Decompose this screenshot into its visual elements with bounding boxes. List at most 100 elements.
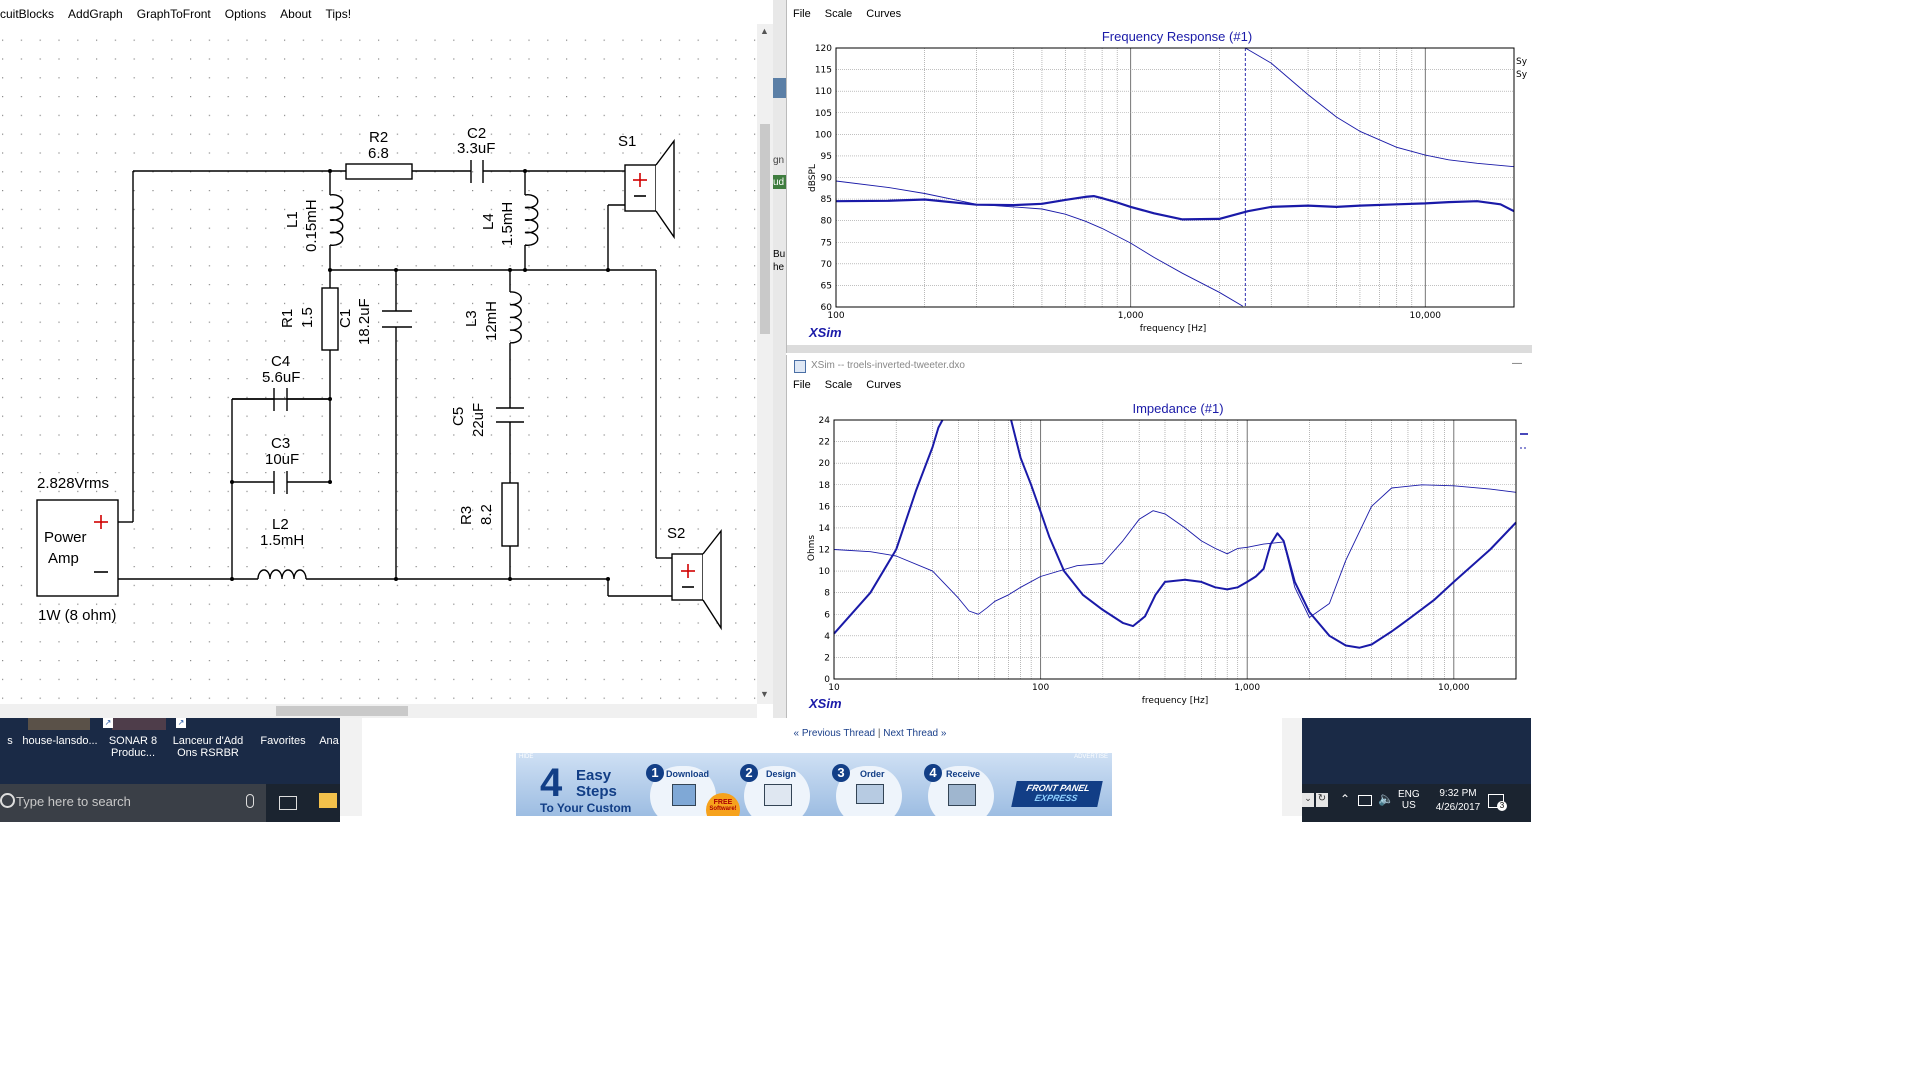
task-view-icon[interactable]: [279, 796, 297, 810]
schematic-window: cuitBlocks AddGraph GraphToFront Options Abo…: [0, 0, 773, 718]
imp-xlabel: frequency [Hz]: [1142, 696, 1209, 706]
imp-menu-scale[interactable]: Scale: [824, 379, 853, 391]
desktop-icon-ana[interactable]: Ana: [318, 735, 340, 747]
imp-window-title: XSim -- troels-inverted-tweeter.dxo: [811, 360, 965, 371]
language-indicator[interactable]: ENG US: [1398, 789, 1420, 811]
freq-ytick-label: 85: [821, 195, 832, 205]
freq-menu-file[interactable]: File: [793, 8, 811, 20]
menu-addgraph[interactable]: AddGraph: [68, 7, 123, 21]
clock[interactable]: 9:32 PM 4/26/2017: [1432, 788, 1484, 813]
freq-ytick-label: 100: [815, 130, 832, 140]
ad-custom: To Your Custom: [540, 801, 632, 815]
r1-name: R1: [279, 309, 296, 328]
source-power: 1W (8 ohm): [38, 607, 116, 624]
imp-restore-icon[interactable]: —: [1512, 358, 1522, 369]
imp-series-2: [1010, 419, 1517, 649]
taskbar-left: Type here to search: [0, 784, 340, 822]
menu-about[interactable]: About: [280, 7, 312, 21]
c2-name: C2: [467, 125, 486, 142]
forum-page: « Previous Thread | Next Thread » HIDE A…: [340, 718, 1302, 816]
ad-step-4-label: Receive: [946, 769, 981, 779]
bg-fragment-1: gn: [773, 155, 785, 166]
imp-titlebar[interactable]: XSim -- troels-inverted-tweeter.dxo —: [787, 355, 1532, 377]
shortcut-arrow-icon-2: ↗: [176, 718, 186, 728]
freq-ytick-label: 115: [815, 66, 832, 76]
desktop-icon-favorites[interactable]: Favorites: [254, 735, 312, 747]
r2-value: 6.8: [368, 145, 389, 162]
desktop-icon-favorites-label: Favorites: [260, 735, 306, 747]
freq-series-1: [835, 195, 1515, 221]
freq-menu-scale[interactable]: Scale: [824, 8, 853, 20]
ad-banner[interactable]: HIDE ADVERTISE 4 Easy Steps To Your Cust…: [516, 753, 1112, 816]
desktop-icon-sonar[interactable]: SONAR 8 Produc...: [103, 735, 163, 759]
freq-chart-title: Frequency Response (#1): [1102, 29, 1252, 44]
r2-name: R2: [369, 129, 388, 146]
imp-menu-curves[interactable]: Curves: [866, 379, 902, 391]
schematic-canvas[interactable]: R2 6.8 C2 3.3uF S1 S2 L1 0.15mH L4 1.5mH…: [0, 24, 757, 704]
imp-ylabel: Ohms: [807, 535, 817, 562]
imp-ytick-label: 12: [819, 546, 830, 556]
freq-ytick-label: 105: [815, 109, 832, 119]
l3-value: 12mH: [483, 301, 500, 341]
scroll-down-icon[interactable]: ▼: [760, 689, 769, 699]
imp-xtick-label: 1,000: [1234, 683, 1260, 693]
imp-ytick-label: 0: [824, 675, 830, 685]
file-explorer-icon[interactable]: [319, 793, 337, 808]
background-window-strip: gn ud Bu he: [773, 0, 786, 718]
power-amp-block[interactable]: [36, 499, 119, 597]
refresh-icon[interactable]: ↻: [1316, 793, 1328, 807]
freq-ytick-label: 70: [821, 260, 833, 270]
scroll-thumb-h[interactable]: [276, 706, 408, 716]
speaker-s2[interactable]: [671, 528, 722, 631]
ad-brand-2: EXPRESS: [1033, 793, 1079, 803]
l3-name: L3: [463, 310, 480, 327]
chevron-up-icon[interactable]: ⌃: [1340, 792, 1351, 806]
freq-series-3: [1245, 47, 1515, 168]
desktop-icon-0[interactable]: s: [0, 735, 20, 747]
search-box[interactable]: Type here to search: [0, 784, 266, 822]
scroll-up-icon[interactable]: ▲: [760, 26, 769, 36]
freq-ytick-label: 95: [821, 152, 832, 162]
imp-xtick-label: 10: [828, 683, 840, 693]
menu-options[interactable]: Options: [224, 7, 267, 21]
speaker-s1[interactable]: [624, 138, 675, 240]
freq-ytick-label: 110: [815, 87, 832, 97]
microphone-icon[interactable]: [246, 794, 254, 808]
l2-value: 1.5mH: [260, 532, 304, 549]
freq-side-label-1: Sy: [1516, 57, 1528, 67]
vertical-scrollbar[interactable]: ▲ ▼: [757, 24, 773, 704]
ad-hide[interactable]: HIDE: [519, 754, 534, 760]
freq-menu-bar: File Scale Curves: [793, 8, 915, 20]
volume-icon[interactable]: 🔈: [1378, 791, 1395, 806]
desktop-icon-lanceur-label1: Lanceur d'Add: [172, 735, 244, 747]
imp-ytick-label: 22: [819, 438, 830, 448]
ad-step-3-number: 3: [832, 764, 850, 782]
next-thread-link[interactable]: Next Thread: [883, 728, 939, 739]
menu-tips[interactable]: Tips!: [325, 7, 352, 21]
ad-big-number: 4: [540, 761, 563, 805]
region-code: US: [1401, 800, 1416, 811]
scroll-thumb-v[interactable]: [760, 124, 770, 334]
freq-window-bottom-border: [787, 345, 1532, 353]
desktop-icon-house[interactable]: house-lansdo...: [22, 735, 98, 747]
tray-dropdown[interactable]: ⌄: [1302, 793, 1314, 807]
freq-menu-curves[interactable]: Curves: [866, 8, 902, 20]
menu-graphtofront[interactable]: GraphToFront: [136, 7, 211, 21]
imp-menu-file[interactable]: File: [793, 379, 811, 391]
freq-xtick-label: 100: [827, 311, 844, 321]
desktop-icon-sonar-label2: Produc...: [110, 747, 156, 759]
desktop-icon-lanceur[interactable]: Lanceur d'Add Ons RSRBR: [170, 735, 246, 759]
desktop-icon-lanceur-label2: Ons RSRBR: [177, 747, 239, 759]
freq-xtick-label: 10,000: [1410, 311, 1442, 321]
menu-circuitblocks[interactable]: cuitBlocks: [0, 7, 55, 21]
freq-ytick-label: 65: [821, 281, 832, 291]
c4-name: C4: [271, 353, 290, 370]
horizontal-scrollbar[interactable]: [0, 704, 757, 718]
desktop-icon-ana-label: Ana: [319, 735, 339, 747]
previous-thread-link[interactable]: Previous Thread: [801, 728, 876, 739]
s1-label: S1: [618, 133, 636, 150]
network-icon[interactable]: [1358, 795, 1372, 806]
bg-fragment-4: he: [773, 262, 785, 273]
